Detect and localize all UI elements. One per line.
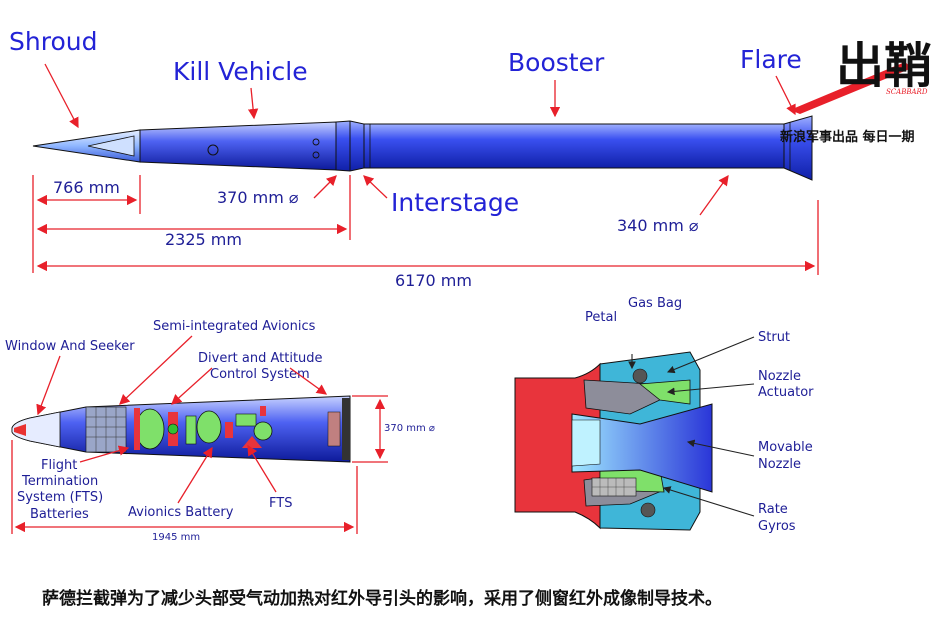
full-missile — [32, 115, 813, 181]
kv-detail-length-text: 1945 mm — [152, 532, 200, 543]
kv-length-text: 2325 mm — [165, 230, 242, 249]
kv-detail-diameter-text: 370 mm ⌀ — [384, 423, 435, 434]
booster-diameter-text: 340 mm ⌀ — [617, 216, 699, 235]
booster-dia-leader — [699, 174, 729, 216]
fts-batt-label-line1: Flight — [41, 458, 77, 473]
flare-label: Flare — [740, 45, 802, 74]
petal-label: Petal — [585, 310, 617, 325]
window-seeker-label: Window And Seeker — [5, 339, 135, 354]
logo-tagline: 新浪军事出品 每日一期 — [780, 130, 915, 145]
nozzle-actuator-label-line2: Actuator — [758, 385, 814, 400]
fts-batt-label-line3: System (FTS) — [17, 490, 103, 505]
rate-gyros-label-line1: Rate — [758, 502, 788, 517]
movable-nozzle-label-line1: Movable — [758, 440, 813, 455]
avionics-label: Semi-integrated Avionics — [153, 319, 316, 334]
strut-label: Strut — [758, 330, 790, 345]
movable-nozzle-label-line2: Nozzle — [758, 457, 801, 472]
total-length-text: 6170 mm — [395, 271, 472, 290]
kill-vehicle-shape — [139, 121, 337, 171]
dacs-label-line2: Control System — [210, 367, 310, 382]
rate-gyros-label-line2: Gyros — [758, 519, 796, 534]
shroud-label: Shroud — [9, 27, 97, 56]
logo-subtitle: SCABBARD — [886, 88, 928, 96]
kv-cutaway — [11, 395, 351, 463]
interstage-label: Interstage — [391, 188, 519, 217]
kill-vehicle-label: Kill Vehicle — [173, 57, 308, 86]
kv-leader — [247, 87, 259, 120]
kv-diameter-text: 370 mm ⌀ — [217, 188, 299, 207]
logo-title: 出鞘 — [836, 38, 932, 94]
fts-batt-label-line2: Termination — [21, 474, 98, 489]
caption: 萨德拦截弹为了减少头部受气动加热对红外导引头的影响，采用了侧窗红外成像制导技术。 — [42, 589, 722, 609]
flare-leader — [775, 75, 796, 116]
fts-label: FTS — [269, 496, 292, 511]
flare-shape — [783, 115, 813, 181]
scabbard-logo: 出鞘 SCABBARD — [790, 38, 932, 114]
booster-shape — [363, 123, 785, 169]
interstage-leader — [363, 175, 388, 199]
nozzle-cutaway — [514, 351, 713, 531]
dacs-label-line1: Divert and Attitude — [198, 351, 323, 366]
booster-label: Booster — [508, 48, 605, 77]
shroud-length-text: 766 mm — [53, 178, 120, 197]
kv-dia-leader — [313, 175, 337, 199]
fts-batt-label-line4: Batteries — [30, 507, 89, 522]
avionics-battery-label: Avionics Battery — [128, 505, 234, 520]
nozzle-actuator-label-line1: Nozzle — [758, 369, 801, 384]
shroud-leader — [44, 63, 79, 129]
gas-bag-label: Gas Bag — [628, 296, 682, 311]
